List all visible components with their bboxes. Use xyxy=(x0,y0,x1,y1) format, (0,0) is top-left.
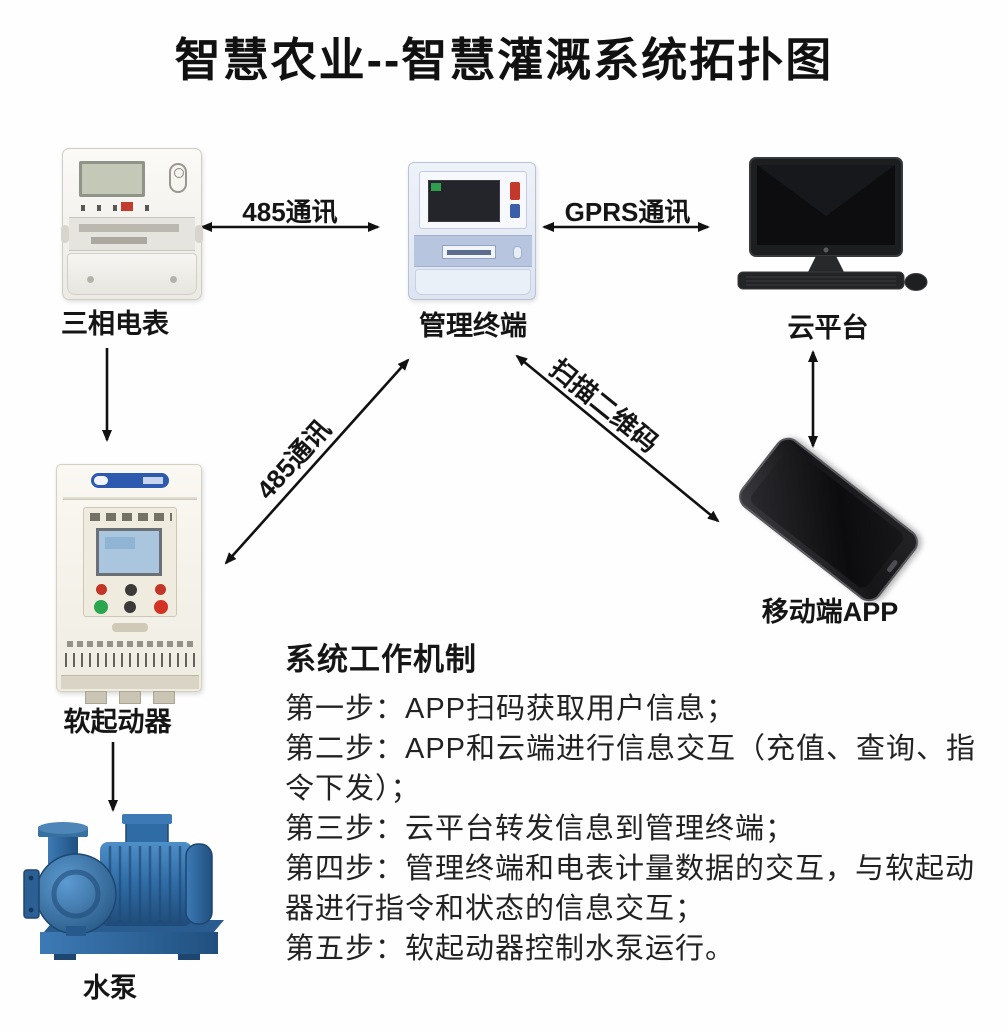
soft-starter-terminals xyxy=(65,653,195,667)
soft-starter-logo xyxy=(91,473,169,488)
mechanism-step: 第五步：软起动器控制水泵运行。 xyxy=(285,933,736,965)
soft-starter-start-button xyxy=(94,600,108,614)
soft-starter-image xyxy=(56,464,202,704)
meter-lcd xyxy=(79,161,145,197)
soft-starter-lcd xyxy=(96,528,162,576)
meter-button xyxy=(169,163,187,193)
terminal-blue-button xyxy=(510,204,520,218)
terminal-screen xyxy=(428,180,500,222)
mechanism-section: 系统工作机制 第一步：APP扫码获取用户信息； 第二步：APP和云端进行信息交互… xyxy=(285,634,990,969)
soft-starter-tab xyxy=(153,691,175,704)
soft-starter-stop-button xyxy=(154,600,168,614)
meter-screw xyxy=(170,276,177,283)
management-terminal-image xyxy=(408,162,536,300)
node-label-app: 移动端APP xyxy=(761,597,899,627)
mechanism-step: 第一步：APP扫码获取用户信息； xyxy=(285,693,737,725)
node-label-starter: 软起动器 xyxy=(63,707,172,737)
phone-screen xyxy=(747,445,907,591)
soft-starter-tab xyxy=(85,691,107,704)
node-label-cloud: 云平台 xyxy=(787,313,869,343)
terminal-cover xyxy=(415,269,531,295)
terminal-panel xyxy=(419,171,527,229)
soft-starter-tab xyxy=(119,691,141,704)
meter-side-notch xyxy=(61,225,69,243)
meter-nameplate xyxy=(69,217,195,251)
mechanism-step: 第四步：管理终端和电表计量数据的交互，与软起动 器进行指令和状态的信息交互； xyxy=(285,853,976,925)
node-label-pump: 水泵 xyxy=(83,973,137,1003)
meter-side-notch xyxy=(195,225,203,243)
mechanism-step: 第三步：云平台转发信息到管理终端； xyxy=(285,813,796,845)
mobile-app-image xyxy=(733,432,924,607)
link-label-485-diagonal: 485通讯 xyxy=(250,414,337,505)
cloud-platform-image xyxy=(737,157,928,291)
node-label-meter: 三相电表 xyxy=(61,309,169,339)
mechanism-step: 第二步：APP和云端进行信息交互（充值、查询、指 令下发）； xyxy=(285,733,977,805)
soft-starter-button xyxy=(124,601,136,613)
page-title: 智慧农业--智慧灌溉系统拓扑图 xyxy=(174,34,834,86)
soft-starter-button xyxy=(125,584,137,596)
terminal-tag xyxy=(442,245,496,259)
meter-red-chip xyxy=(121,202,133,211)
meter-terminal-cover xyxy=(67,253,197,295)
water-pump-image xyxy=(23,814,224,960)
terminal-nameplate xyxy=(414,235,532,267)
soft-starter-panel xyxy=(83,507,177,617)
soft-starter-slot xyxy=(112,623,148,632)
node-label-terminal: 管理终端 xyxy=(419,311,527,341)
terminal-red-button xyxy=(510,182,520,200)
link-label-scan-qr: 扫描二维码 xyxy=(544,353,665,459)
soft-starter-button xyxy=(96,584,107,595)
three-phase-meter-image xyxy=(61,148,203,300)
link-label-485-top: 485通讯 xyxy=(242,197,338,227)
arrow-terminal-starter-diagonal xyxy=(224,358,410,565)
soft-starter-button xyxy=(155,584,166,595)
terminal-knob xyxy=(513,246,522,259)
mechanism-heading: 系统工作机制 xyxy=(285,642,477,677)
link-label-gprs: GPRS通讯 xyxy=(564,197,691,227)
meter-screw xyxy=(87,276,94,283)
phone-home-indicator xyxy=(886,559,899,574)
